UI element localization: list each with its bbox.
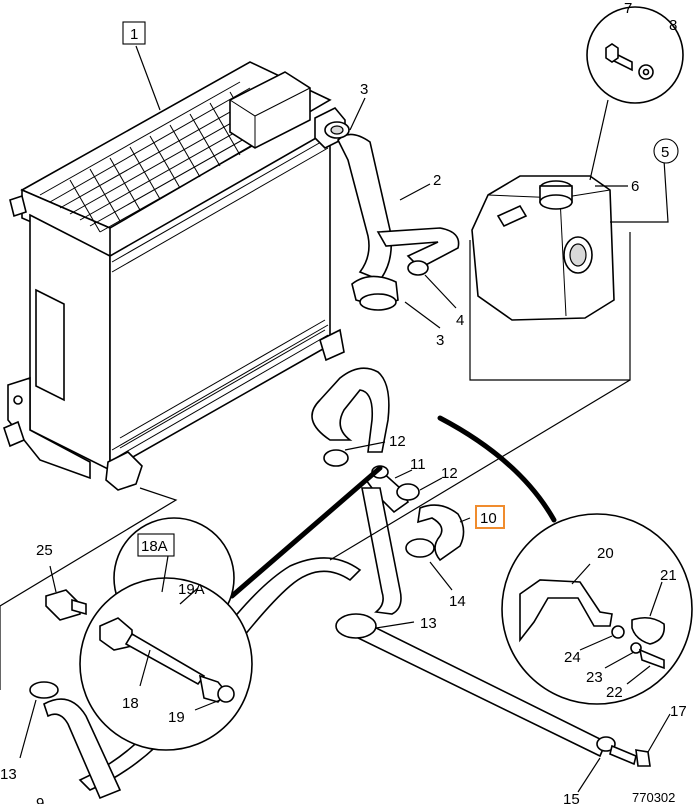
- expansion-tank: [471, 175, 615, 321]
- callout-17: 17: [670, 703, 687, 720]
- callout-19a: 19A: [178, 581, 205, 598]
- callout-8: 8: [669, 17, 677, 34]
- callout-6: 6: [631, 178, 639, 195]
- bolt-17: [609, 744, 637, 766]
- callout-7: 7: [624, 0, 632, 17]
- sensor-assembly-inset: [79, 577, 253, 751]
- callout-12-right: 12: [441, 465, 458, 482]
- callout-13-left: 13: [0, 766, 17, 783]
- callout-3-bottom: 3: [436, 332, 444, 349]
- callout-1: 1: [130, 26, 138, 43]
- callout-4: 4: [456, 312, 464, 329]
- callout-15: 15: [563, 791, 580, 804]
- callout-22: 22: [606, 684, 623, 701]
- bracket-inset: [501, 513, 693, 705]
- hose-clamp-4: [407, 260, 429, 276]
- callout-19: 19: [168, 709, 185, 726]
- callout-25: 25: [36, 542, 53, 559]
- callout-24: 24: [564, 649, 581, 666]
- callout-18a: 18A: [141, 538, 168, 555]
- leader-lines: [19, 45, 671, 793]
- callout-1-box: [122, 21, 146, 45]
- radiator: [3, 61, 346, 491]
- drawing-code: 770302: [632, 790, 675, 804]
- lower-hose-clamps: [29, 449, 616, 752]
- callout-23: 23: [586, 669, 603, 686]
- bolt-inset: [586, 6, 684, 181]
- callout-11: 11: [410, 456, 426, 473]
- connector-25: [45, 589, 87, 621]
- top-hose: [337, 133, 460, 305]
- callout-5: 5: [661, 144, 669, 161]
- callout-2: 2: [433, 172, 441, 189]
- hose-clamp-top: [324, 121, 350, 139]
- callout-20: 20: [597, 545, 614, 562]
- callout-12-left: 12: [389, 433, 406, 450]
- callout-3-top: 3: [360, 81, 368, 98]
- callout-18a-box: [137, 533, 175, 557]
- hose-clamp-bottom: [359, 293, 397, 311]
- callout-18: 18: [122, 695, 139, 712]
- callout-10: 10: [480, 510, 497, 527]
- callout-13-center: 13: [420, 615, 437, 632]
- callout-14: 14: [449, 593, 466, 610]
- bolt-17-head: [635, 749, 651, 767]
- callout-21: 21: [660, 567, 677, 584]
- callout-10-box: [475, 505, 505, 529]
- callout-9: 9: [36, 795, 44, 804]
- callout-5-circle: [653, 138, 679, 164]
